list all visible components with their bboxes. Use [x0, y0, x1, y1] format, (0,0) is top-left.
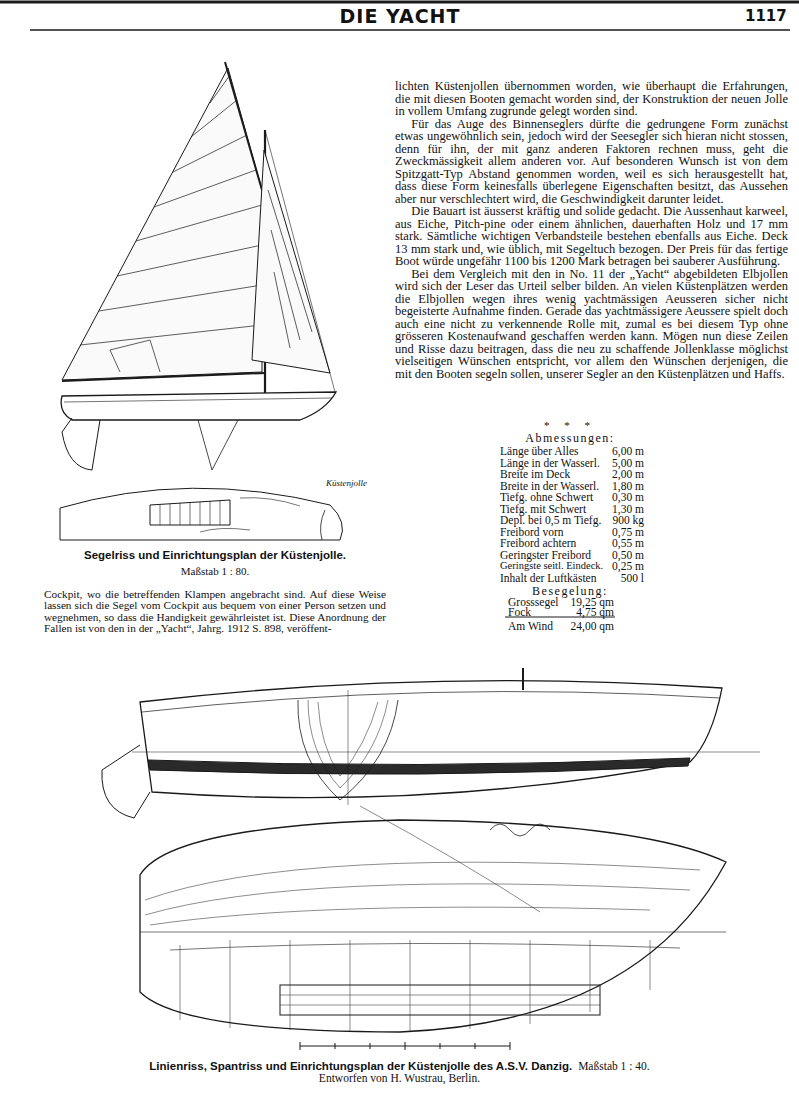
mainsail	[62, 68, 262, 380]
figure-caption: Segelriss und Einrichtungsplan der Küste…	[40, 549, 390, 561]
table-value: 2,00 m	[606, 468, 644, 480]
table-cell: Freibord achtern	[500, 537, 576, 549]
rudder	[62, 418, 100, 470]
table-cell: Am Wind	[508, 620, 553, 632]
cockpit-slats	[160, 501, 220, 525]
table-value: 5,00 m	[606, 457, 644, 469]
page-number: 1117	[745, 7, 787, 25]
top-rule	[0, 1, 799, 4]
sheer-strake	[142, 692, 720, 712]
scale-note: Maßstab 1 : 40.	[578, 1060, 650, 1072]
lines-plan-profile	[102, 668, 760, 912]
bench	[280, 985, 600, 1015]
cockpit	[150, 500, 230, 525]
boot-top-band	[148, 758, 690, 774]
table-heading: Abmessungen:	[490, 431, 650, 446]
sheer-line	[64, 398, 332, 402]
rudder	[102, 745, 150, 818]
hull-side	[61, 392, 336, 420]
bench-slats	[280, 995, 600, 1005]
table-cell: Geringster Freibord	[500, 549, 591, 561]
frame-stations	[180, 940, 650, 1031]
table-value: 0,30 m	[606, 491, 644, 503]
sail-seams	[80, 75, 262, 345]
sail-plan	[61, 62, 336, 470]
table-value: 1,80 m	[606, 480, 644, 492]
table-value: 1,30 m	[606, 503, 644, 515]
scale-note: Maßstab 1 : 80.	[40, 565, 390, 577]
body-paragraph: Die Bauart ist äusserst kräftig und soli…	[395, 205, 788, 268]
table-cell: Depl. bei 0,5 m Tiefg.	[500, 514, 601, 526]
table-cell: Geringste seitl. Eindeck.	[500, 560, 603, 572]
text-column: lichten Küstenjollen übernommen worden, …	[395, 80, 788, 380]
table-cell: Länge über Alles	[500, 445, 579, 457]
body-paragraph: lichten Küstenjollen übernommen worden, …	[395, 80, 788, 118]
waterline	[132, 752, 760, 753]
table-value: 24,00 qm	[556, 620, 614, 632]
forestay	[265, 130, 335, 392]
table-value: 500 l	[606, 572, 644, 584]
page-rules	[0, 2, 799, 30]
figure-caption: Linienriss, Spantriss und Einrichtungspl…	[149, 1060, 572, 1072]
deck-edge	[170, 943, 680, 950]
table-value: 0,55 m	[606, 537, 644, 549]
table-value: 0,75 m	[606, 526, 644, 538]
body-paragraph: Bei dem Vergleich mit den in No. 11 der …	[395, 268, 788, 381]
table-cell: Breite in der Wasserl.	[500, 480, 599, 492]
lines-plan-plan-view	[140, 820, 726, 1032]
scale-ticks	[300, 1042, 510, 1050]
foredeck-arc	[321, 510, 325, 540]
waterlines	[145, 862, 700, 925]
boom	[62, 373, 265, 381]
table-value: 4,75 qm	[556, 606, 614, 618]
table-cell: Fock	[508, 606, 531, 618]
table-cell: Inhalt der Luftkästen	[500, 572, 596, 584]
centerboard	[198, 420, 238, 470]
table-cell: Tiefg. mit Schwert	[500, 503, 586, 515]
jib-seams	[268, 190, 312, 348]
hull-profile	[140, 681, 722, 798]
header-rule	[30, 29, 790, 31]
table-cell: Tiefg. ohne Schwert	[500, 491, 593, 503]
drawing-label: Küstenjolle	[326, 478, 367, 488]
caption-line: Linienriss, Spantriss und Einrichtungspl…	[0, 1056, 799, 1074]
centre-line	[348, 690, 349, 805]
body-paragraph: Cockpit, wo die betreffenden Klampen ang…	[44, 589, 386, 634]
scale-bar	[300, 1042, 510, 1050]
mast-stub	[522, 668, 524, 690]
table-cell: Länge in der Wasserl.	[500, 457, 600, 469]
designer-credit: Entworfen von H. Wustrau, Berlin.	[0, 1072, 799, 1084]
signature-scribble	[200, 528, 250, 532]
table-value: 0,50 m	[606, 549, 644, 561]
table-value: 900 kg	[606, 514, 644, 526]
separator: * * *	[500, 419, 640, 431]
deck-plan	[60, 488, 342, 540]
deck-beam	[240, 498, 300, 506]
diagonal	[360, 806, 540, 912]
table-value: 0,25 m	[606, 560, 644, 572]
table-value: 6,00 m	[606, 445, 644, 457]
page-header: DIE YACHT	[250, 5, 550, 27]
deck-outline	[60, 488, 342, 540]
body-paragraph: Für das Auge des Binnenseglers dürfte di…	[395, 118, 788, 206]
table-cell: Breite im Deck	[500, 468, 570, 480]
hull-plan	[140, 820, 726, 1032]
table-cell: Freibord vorn	[500, 526, 564, 538]
cockpit-tent	[110, 340, 160, 372]
gunter-yard	[225, 62, 262, 190]
centre-line	[140, 932, 726, 933]
jib	[252, 150, 330, 373]
